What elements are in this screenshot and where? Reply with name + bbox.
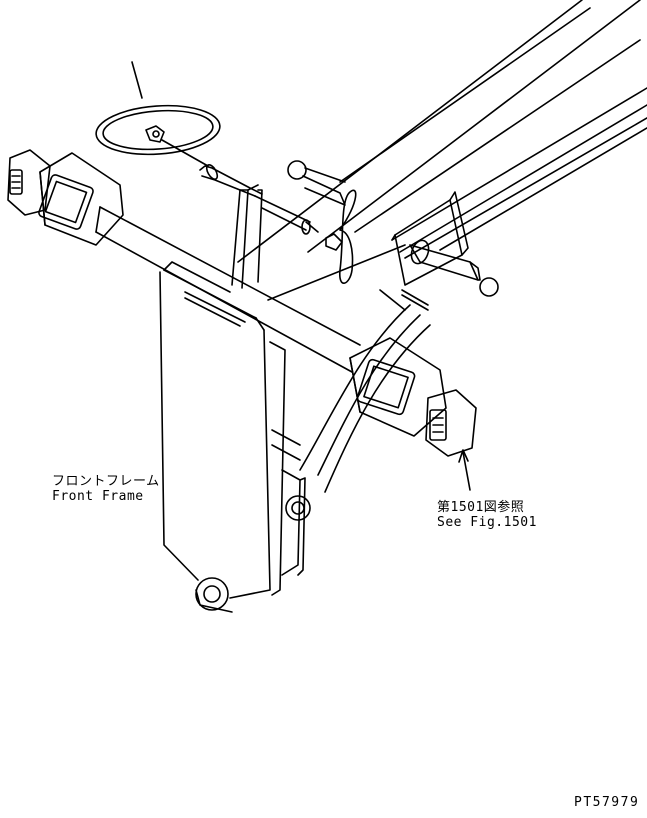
see-fig-label-jp: 第1501図参照 <box>437 500 525 515</box>
drawing-code: PT57979 <box>574 795 640 810</box>
detail-callout <box>95 61 221 167</box>
lamp-assembly <box>7 149 477 457</box>
see-fig-label: 第1501図参照 See Fig.1501 <box>437 500 537 530</box>
right-pin <box>401 239 499 311</box>
front-frame-plate <box>159 261 311 613</box>
see-fig-label-en: See Fig.1501 <box>437 515 537 530</box>
front-frame-label-en: Front Frame <box>52 489 144 504</box>
rear-frame <box>299 191 469 493</box>
lamp-bracket-post <box>231 184 263 289</box>
front-frame-label-jp: フロントフレーム <box>52 474 160 489</box>
upper-pin <box>287 160 346 206</box>
see-fig-arrow <box>458 449 471 491</box>
pin-and-clip <box>199 163 357 284</box>
front-frame-label: フロントフレーム Front Frame <box>52 474 160 504</box>
main-boom <box>237 0 647 301</box>
